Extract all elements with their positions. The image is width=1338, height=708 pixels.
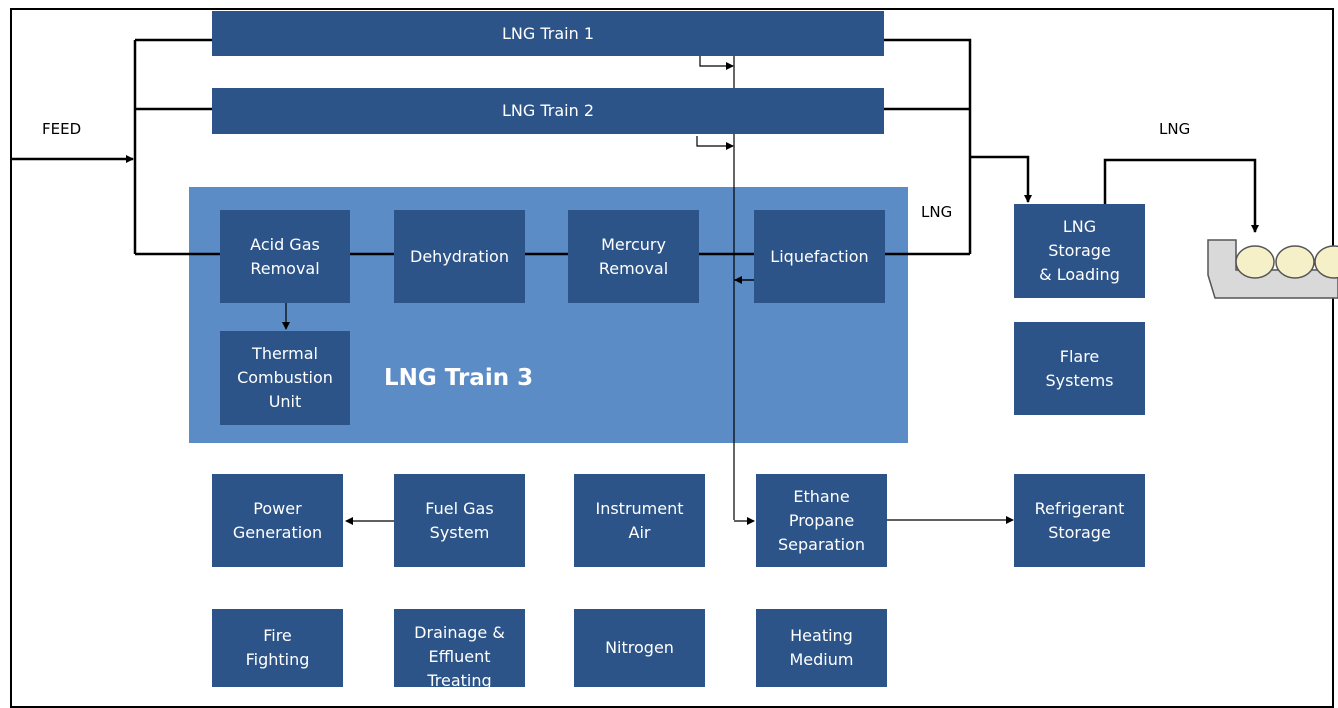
liquefaction-box: Liquefaction	[754, 210, 885, 303]
thermal-combustion-box: Thermal Combustion Unit	[220, 331, 350, 425]
lng-output-label: LNG	[1159, 120, 1191, 138]
nitrogen-box: Nitrogen	[574, 609, 705, 687]
lng-train-2-box: LNG Train 2	[212, 88, 884, 134]
heating-medium-box: Heating Medium	[756, 609, 887, 687]
lng-train-3-title: LNG Train 3	[384, 365, 534, 391]
dehydration-box: Dehydration	[394, 210, 525, 303]
fuel-gas-system-box: Fuel Gas System	[394, 474, 525, 567]
fire-fighting-box: Fire Fighting	[212, 609, 343, 687]
drainage-effluent-box: Drainage & Effluent Treating	[394, 609, 525, 690]
lng-side-label: LNG	[921, 203, 953, 221]
main-process-lines	[10, 38, 1259, 256]
acid-gas-removal-box: Acid Gas Removal	[220, 210, 350, 303]
refrigerant-storage-box: Refrigerant Storage	[1014, 474, 1145, 567]
ethane-propane-separation-box: Ethane Propane Separation	[756, 474, 887, 567]
instrument-air-box: Instrument Air	[574, 474, 705, 567]
flare-systems-box: Flare Systems	[1014, 322, 1145, 415]
lng-ship	[1207, 239, 1338, 299]
lng-storage-loading-box: LNG Storage & Loading	[1014, 204, 1145, 298]
mercury-removal-box: Mercury Removal	[568, 210, 699, 303]
power-generation-box: Power Generation	[212, 474, 343, 567]
feed-label: FEED	[42, 120, 82, 138]
lng-train-1-box: LNG Train 1	[212, 11, 884, 56]
